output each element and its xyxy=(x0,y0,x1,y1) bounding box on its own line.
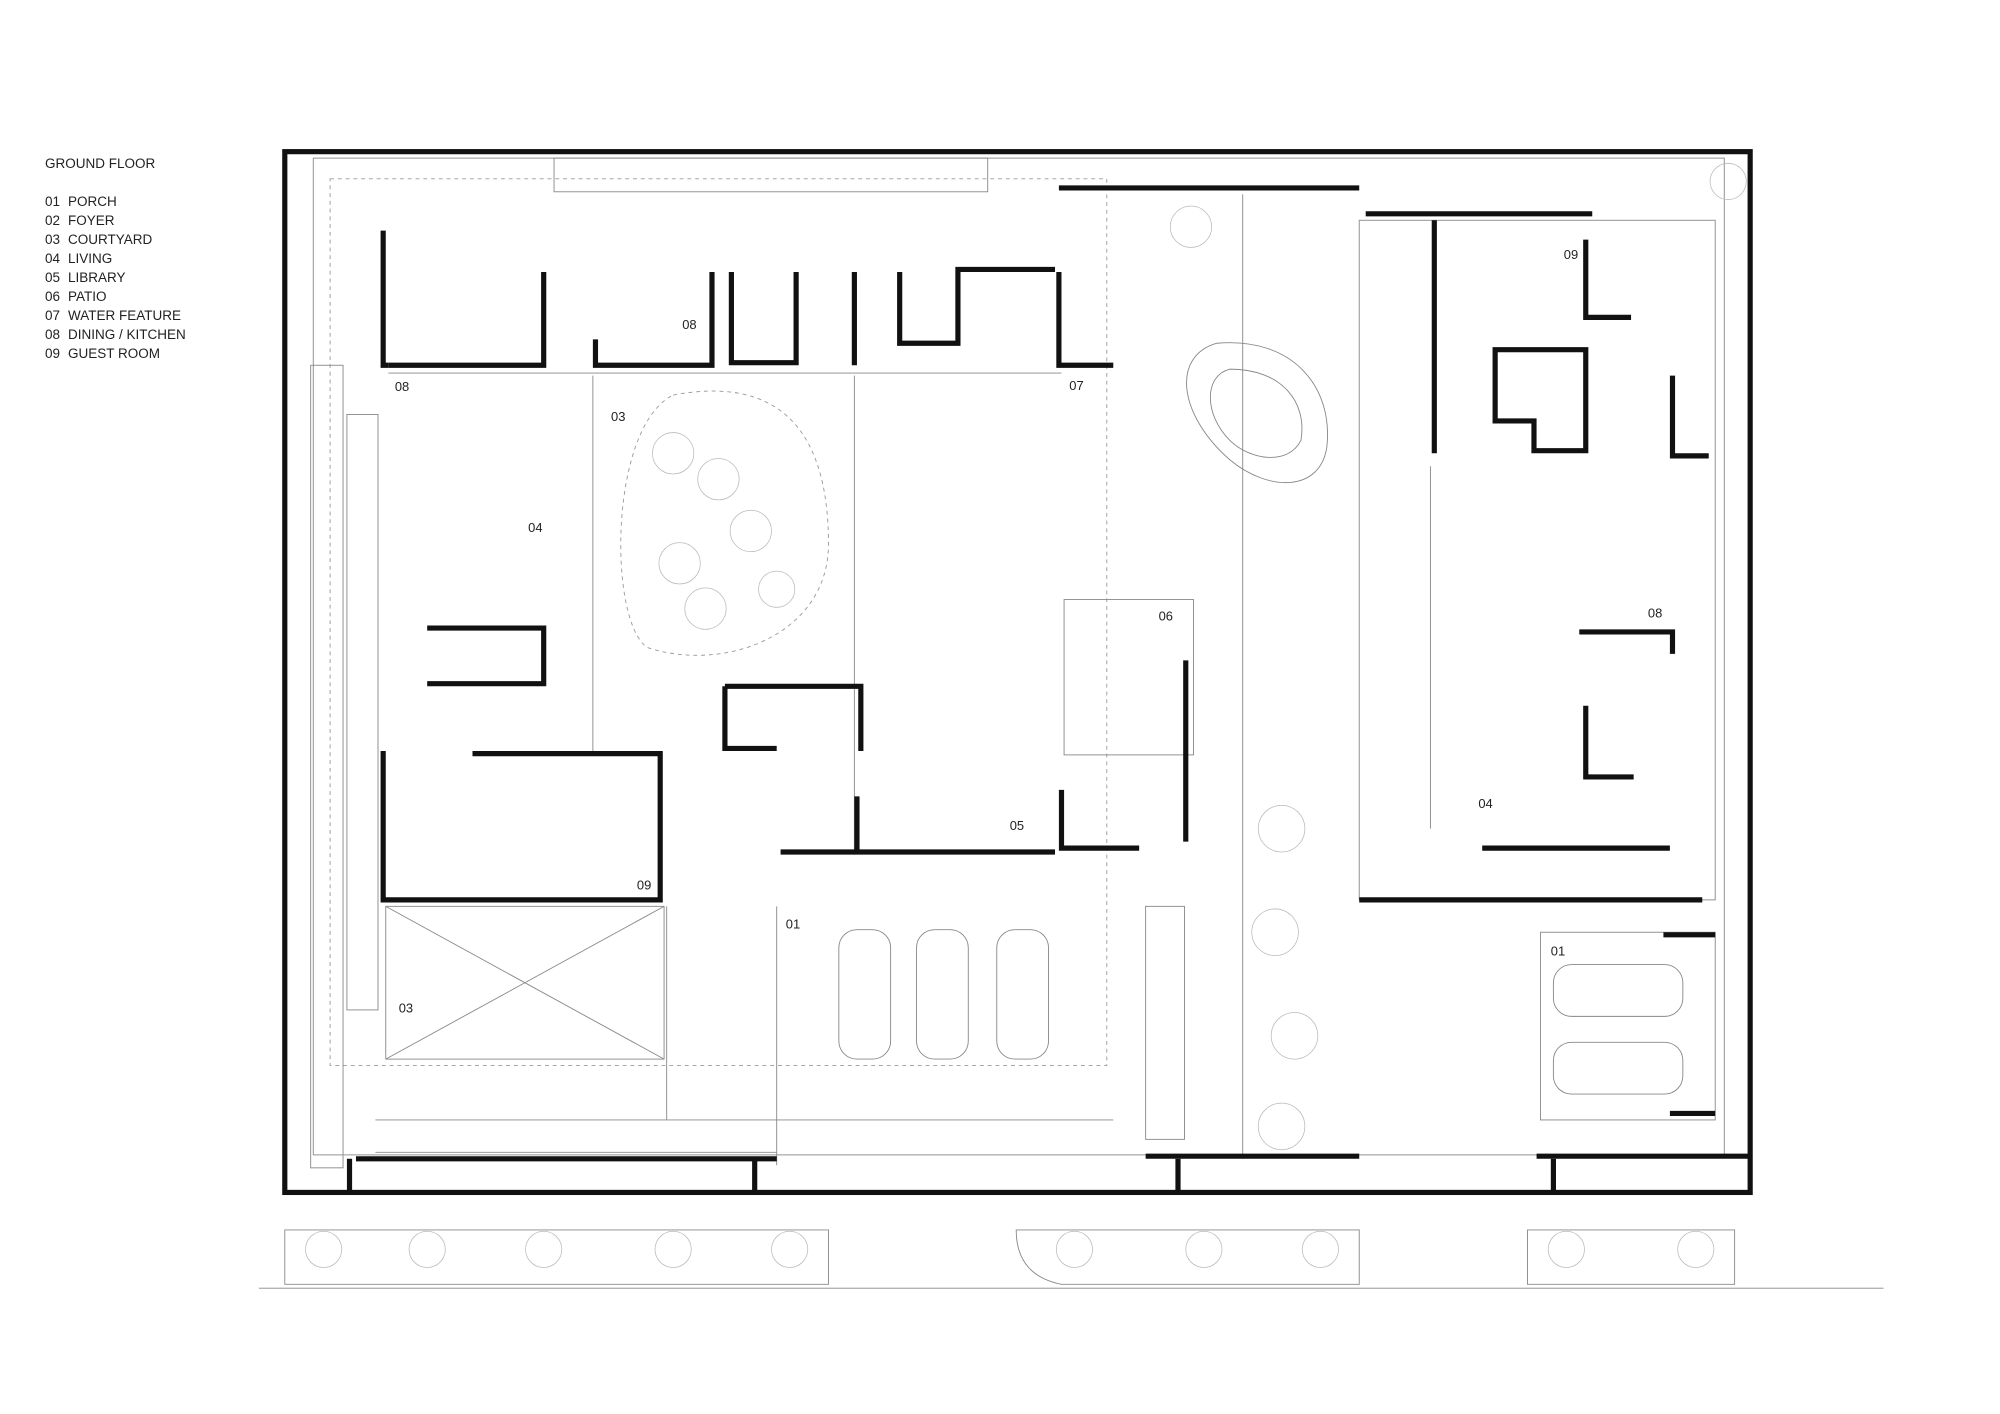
legend-code: 06 xyxy=(45,289,61,304)
parked-cars xyxy=(838,929,1684,1095)
room-label: 04 xyxy=(528,520,542,535)
room-label: 05 xyxy=(1010,818,1024,833)
legend-code: 02 xyxy=(45,213,61,228)
room-label: 08 xyxy=(1648,606,1662,621)
legend-label: PORCH xyxy=(68,194,117,209)
legend-label: COURTYARD xyxy=(68,232,153,247)
legend-item: 06 PATIO xyxy=(45,287,186,306)
legend-label: GUEST ROOM xyxy=(68,346,161,361)
legend-code: 03 xyxy=(45,232,61,247)
thin-linework xyxy=(258,157,1884,1289)
legend-title: GROUND FLOOR xyxy=(45,156,156,171)
legend-code: 08 xyxy=(45,327,61,342)
room-label: 06 xyxy=(1159,608,1173,623)
room-label: 09 xyxy=(1564,247,1578,262)
room-label: 01 xyxy=(1551,944,1565,959)
room-label: 01 xyxy=(786,916,800,931)
legend-item: 05 LIBRARY xyxy=(45,268,186,287)
room-label: 08 xyxy=(682,317,696,332)
legend-item: 09 GUEST ROOM xyxy=(45,344,186,363)
room-label: 08 xyxy=(395,379,409,394)
legend-code: 05 xyxy=(45,270,61,285)
legend-code: 07 xyxy=(45,308,61,323)
legend-item: 08 DINING / KITCHEN xyxy=(45,325,186,344)
legend-label: WATER FEATURE xyxy=(68,308,181,323)
legend-item: 07 WATER FEATURE xyxy=(45,306,186,325)
room-label: 03 xyxy=(611,409,625,424)
legend-code: 04 xyxy=(45,251,61,266)
legend-label: PATIO xyxy=(68,289,107,304)
legend-label: LIBRARY xyxy=(68,270,126,285)
trees xyxy=(305,162,1747,1268)
legend-item: 02 FOYER xyxy=(45,211,186,230)
legend-item: 03 COURTYARD xyxy=(45,230,186,249)
legend: GROUND FLOOR 01 PORCH 02 FOYER 03 COURTYARD… xyxy=(45,154,186,363)
legend-code: 01 xyxy=(45,194,61,209)
room-label: 09 xyxy=(637,878,651,893)
room-label: 03 xyxy=(399,1001,413,1016)
legend-item: 01 PORCH xyxy=(45,192,186,211)
legend-label: FOYER xyxy=(68,213,115,228)
room-labels: 08 03 04 07 08 09 08 04 06 05 09 01 03 0… xyxy=(395,247,1662,1015)
room-label: 07 xyxy=(1069,378,1083,393)
walls xyxy=(282,149,1753,1196)
legend-label: DINING / KITCHEN xyxy=(68,327,186,342)
room-label: 04 xyxy=(1478,796,1492,811)
legend-item: 04 LIVING xyxy=(45,249,186,268)
legend-code: 09 xyxy=(45,346,61,361)
legend-label: LIVING xyxy=(68,251,113,266)
